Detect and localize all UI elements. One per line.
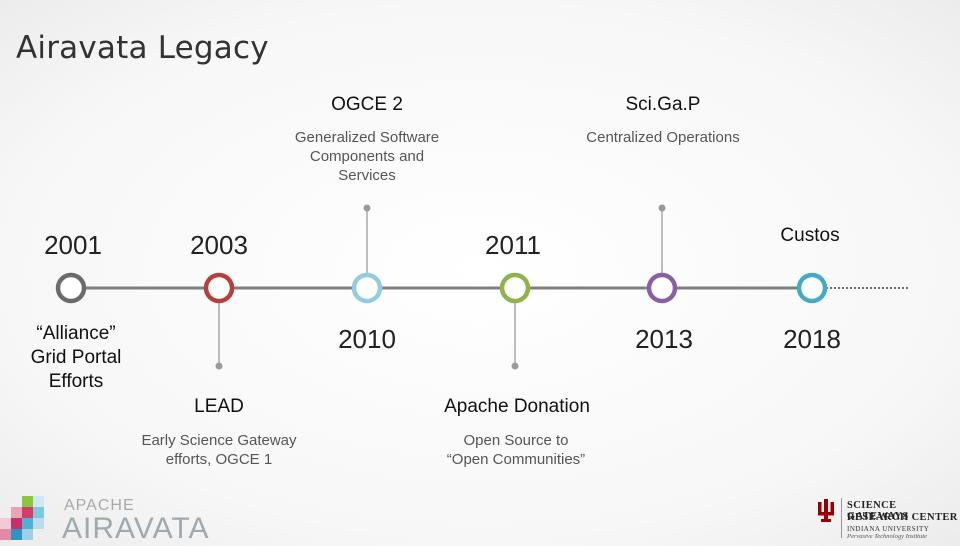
apache-airavata-logo (0, 496, 44, 540)
milestone-2011 (499, 272, 531, 304)
iu-line2: Pervasive Technology Institute (847, 533, 927, 540)
event-2013-title: Sci.Ga.P (625, 94, 701, 115)
milestone-2013 (646, 272, 678, 304)
apache-wordmark: APACHE (64, 497, 135, 514)
year-2010-label: 2010 (338, 324, 396, 354)
slide-title: Airavata Legacy (16, 30, 269, 66)
milestone-2003 (203, 272, 235, 304)
sgrc-line1: SCIENCE GATEWAYS (847, 500, 909, 522)
connector-dot-2013 (658, 204, 666, 212)
milestone-2010 (351, 272, 383, 304)
connector-dot-2011 (511, 362, 519, 370)
milestone-2001 (55, 272, 87, 304)
iu-trident-icon (818, 499, 834, 522)
event-2011-title: Apache Donation (444, 396, 590, 417)
event-2011-description: Open Source to “Open Communities” (446, 432, 586, 468)
logo-divider (841, 498, 842, 538)
connector-dot-2003 (215, 362, 223, 370)
year-2013-label: 2013 (635, 324, 693, 354)
event-2010-title: OGCE 2 (331, 94, 403, 115)
event-2018-title: Custos (780, 225, 840, 246)
event-2013-description: Centralized Operations (586, 129, 740, 146)
event-2003-title: LEAD (194, 396, 244, 417)
year-2011-label: 2011 (485, 230, 541, 260)
milestone-2018 (796, 272, 828, 304)
event-2010-description: Generalized Software Components and Serv… (294, 129, 440, 184)
iu-line1: INDIANA UNIVERSITY (847, 525, 930, 533)
year-2003-label: 2003 (190, 230, 248, 260)
sgrc-line2: RESEARCH CENTER (847, 512, 958, 523)
event-2001-description: “Alliance” Grid Portal Efforts (30, 323, 122, 392)
year-2018-label: 2018 (783, 324, 841, 354)
airavata-wordmark: AIRAVATA (62, 512, 210, 545)
year-2001-label: 2001 (44, 230, 102, 260)
connector-dot-2010 (363, 204, 371, 212)
event-2003-description: Early Science Gateway efforts, OGCE 1 (141, 432, 297, 468)
